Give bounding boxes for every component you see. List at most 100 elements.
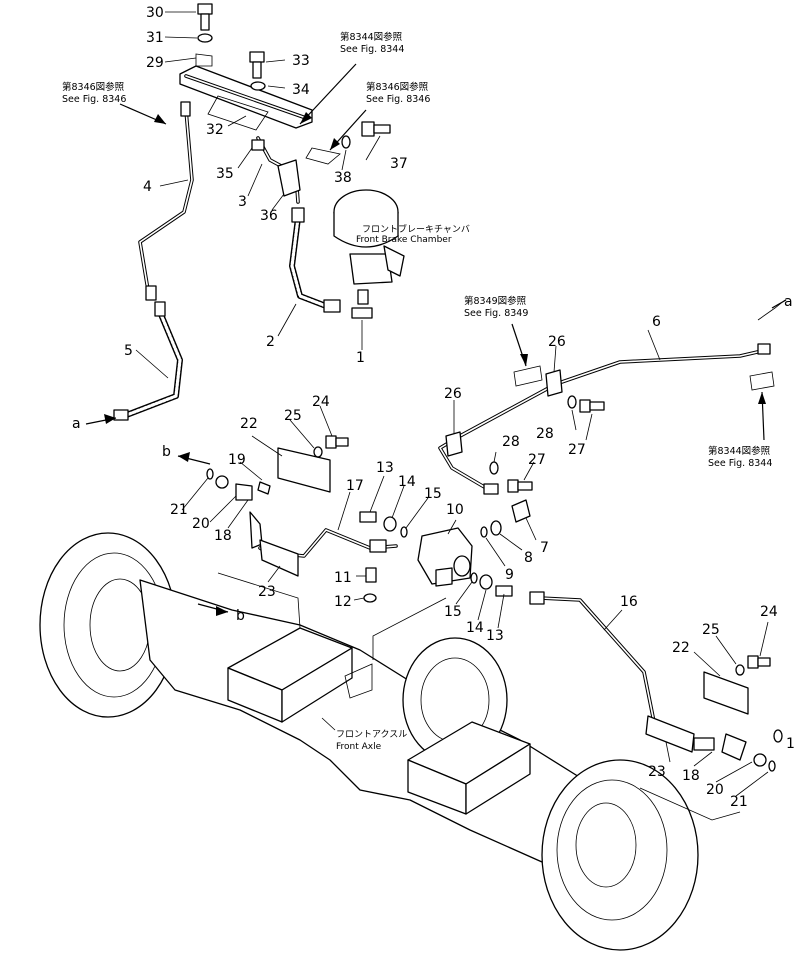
elbow-19b [721, 733, 747, 761]
leader-lines [135, 11, 769, 797]
cap-19b [773, 729, 783, 743]
fitting-4-top [180, 101, 191, 117]
chamber-cylinder [349, 253, 393, 285]
ref-8344-right-jp: 第8344図参照 [708, 445, 771, 457]
elbow-7 [511, 499, 531, 523]
nut-35 [251, 139, 265, 151]
clamp-26b [445, 431, 463, 457]
chamber-label-jp: フロントブレーキチャンバ [362, 223, 470, 235]
right-wheel-tread [556, 779, 668, 921]
bracket-36 [277, 159, 301, 197]
callout-numbers: 1 2 3 4 5 6 7 8 9 10 11 12 13 13 14 14 1… [124, 5, 795, 810]
pipe-6-fitting-right [757, 343, 771, 355]
bracket-23a [259, 539, 299, 577]
callout-36: 36 [260, 208, 278, 224]
callout-22b: 22 [672, 640, 690, 656]
callout-25b: 25 [702, 622, 720, 638]
arrow-8344-top [299, 63, 357, 125]
bolt-37 [361, 121, 391, 137]
callout-7: 7 [540, 540, 549, 556]
axle-label-leader [321, 717, 336, 731]
chamber-bracket [383, 245, 405, 277]
reference-arrows [85, 63, 787, 616]
pipe-16 [538, 596, 692, 744]
callout-9: 9 [505, 567, 514, 583]
washer-38 [341, 135, 351, 149]
hose-5-fitting-bottom [113, 409, 129, 421]
callout-19b: 1 [786, 736, 795, 752]
callout-34: 34 [292, 82, 310, 98]
brake-chamber-group: フロントブレーキチャンバ Front Brake Chamber [113, 3, 470, 421]
callout-13a: 13 [376, 460, 394, 476]
hose-5-fitting-top [154, 301, 166, 317]
ref-8346-left-en: See Fig. 8346 [62, 94, 126, 105]
axle-housing [139, 579, 616, 871]
callout-37: 37 [390, 156, 408, 172]
bolt-24a [325, 435, 349, 449]
callout-32: 32 [206, 122, 224, 138]
ref-8349-en: See Fig. 8349 [464, 308, 528, 319]
connection-letters: a a b b [72, 294, 793, 624]
ref-8344-top-jp: 第8344図参照 [340, 31, 403, 43]
clip-32 [207, 95, 269, 131]
ref-8349-jp: 第8349図参照 [464, 295, 527, 307]
callout-21a: 21 [170, 502, 188, 518]
washer-25b [735, 664, 745, 676]
oring-15b [470, 572, 478, 584]
bolt-27b [507, 479, 533, 493]
callout-18b: 18 [682, 768, 700, 784]
washer-31 [197, 33, 213, 43]
connector-13a [359, 511, 377, 523]
callout-1: 1 [356, 350, 365, 366]
bolt-30 [197, 3, 213, 31]
callout-23a: 23 [258, 584, 276, 600]
callout-20b: 20 [706, 782, 724, 798]
callout-19a: 19 [228, 452, 246, 468]
connector-18a [235, 483, 253, 501]
bracket-22b [703, 671, 749, 715]
washer-28b [489, 461, 499, 475]
fitting-17 [369, 539, 387, 553]
clamp-29 [195, 53, 213, 67]
fitting-4-bottom [145, 285, 157, 301]
chamber-port [357, 289, 369, 305]
washer-28a [567, 395, 577, 409]
nut-8 [490, 520, 502, 536]
right-mount-line [639, 787, 741, 821]
center-bracket [344, 663, 373, 699]
conn-a-left: a [72, 416, 81, 432]
clamp-26a [545, 369, 563, 397]
cap-19a [257, 481, 271, 495]
left-mount-line [217, 572, 301, 629]
callout-4: 4 [143, 179, 152, 195]
callout-10: 10 [446, 502, 464, 518]
callout-26a: 26 [548, 334, 566, 350]
callout-3: 3 [238, 194, 247, 210]
callout-33: 33 [292, 53, 310, 69]
callout-24a: 24 [312, 394, 330, 410]
conn-b-left: b [162, 444, 171, 460]
callout-29: 29 [146, 55, 164, 71]
ref-8346-left-jp: 第8346図参照 [62, 81, 125, 93]
callout-15a: 15 [424, 486, 442, 502]
pipe-6-group [438, 299, 786, 495]
front-axle: フロントアクスル Front Axle [39, 532, 741, 951]
callout-11: 11 [334, 570, 352, 586]
conn-a-right: a [784, 294, 793, 310]
callout-27b: 27 [528, 452, 546, 468]
washer-25a [313, 446, 323, 458]
callout-31: 31 [146, 30, 164, 46]
chamber-label-en: Front Brake Chamber [356, 235, 452, 245]
ref-8344-top-en: See Fig. 8344 [340, 44, 404, 55]
ref-8346-mid-en: See Fig. 8346 [366, 94, 430, 105]
callout-25a: 25 [284, 408, 302, 424]
callout-17: 17 [346, 478, 364, 494]
callout-14a: 14 [398, 474, 416, 490]
callout-35: 35 [216, 166, 234, 182]
bolt-11 [365, 567, 377, 583]
callout-27a: 27 [568, 442, 586, 458]
callout-15b: 15 [444, 604, 462, 620]
figure-references: 第8344図参照 See Fig. 8344 第8346図参照 See Fig.… [62, 31, 772, 469]
callout-5: 5 [124, 343, 133, 359]
